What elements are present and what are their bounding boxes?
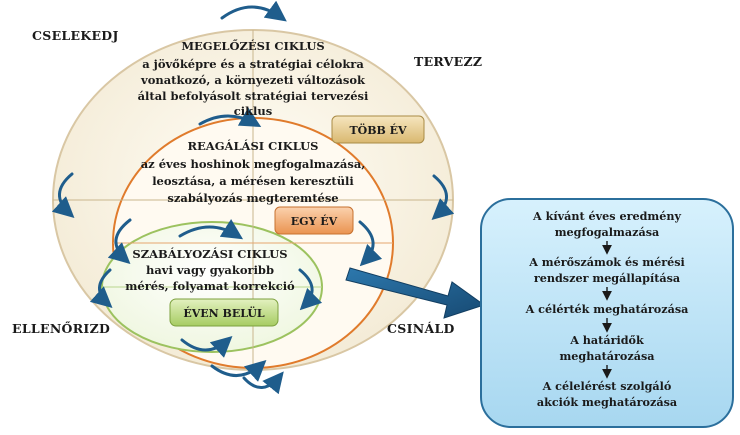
outer-cycle-line-3: által befolyásolt stratégiai tervezési [138,89,369,103]
step-4-line-1: A határidők [569,333,644,347]
inner-cycle-line-2: mérés, folyamat korrekció [125,279,295,293]
badge-egy-ev-label: EGY ÉV [291,214,338,228]
middle-cycle-line-1: az éves hoshinok megfogalmazása, [141,157,366,171]
middle-cycle-line-3: szabályozás megteremtése [167,191,338,205]
step-2-line-2: rendszer megállapítása [534,271,680,285]
outer-cycle-line-2: vonatkozó, a környezeti változások [140,73,366,87]
step-4-line-2: meghatározása [559,349,654,363]
middle-cycle-title: REAGÁLÁSI CIKLUS [187,139,318,153]
corner-label-top-left: CSELEKEDJ [32,28,119,43]
outer-cycle-title: MEGELŐZÉSI CIKLUS [181,39,324,53]
badge-even-belul-label: ÉVEN BELÜL [183,306,265,320]
steps-panel [480,198,734,428]
middle-cycle-line-2: leosztása, a mérésen keresztüli [152,174,354,188]
step-2-line-1: A mérőszámok és mérési [528,255,685,269]
cycle-arrow-inner-bottom-icon [180,335,233,358]
step-1-line-2: megfogalmazása [555,225,660,239]
cycle-arrow-inner-top-icon [178,219,244,240]
outer-cycle-line-4: ciklus [234,104,273,118]
cycle-arrow-middle-bottom-icon [210,359,267,382]
cycle-arrow-middle-right-icon [358,220,383,267]
badge-tobb-ev: TÖBB ÉV [331,115,425,144]
big-arrow-icon [345,267,486,319]
corner-label-bottom-right: CSINÁLD [387,321,455,336]
step-5-line-2: akciók meghatározása [537,395,677,409]
corner-label-bottom-left: ELLENŐRIZD [12,321,110,336]
cycle-arrow-inner-right-icon [298,268,323,311]
cycle-arrow-middle-top-icon [198,107,262,127]
cycle-arrow-middle-left-icon [107,218,132,265]
cycle-arrow-left-icon [51,172,75,219]
badge-even-belul: ÉVEN BELÜL [169,298,279,327]
step-5-line-1: A célelérést szolgáló [542,379,672,393]
badge-egy-ev: EGY ÉV [274,206,354,235]
cycle-arrows [51,0,455,395]
cycle-arrow-right-icon [431,174,455,221]
cycle-arrow-outer-bottom-icon [242,371,284,395]
cycle-arrow-inner-left-icon [89,268,113,308]
step-3-line-1: A célérték meghatározása [525,302,689,316]
corner-label-top-right: TERVEZZ [414,54,482,69]
badge-tobb-ev-label: TÖBB ÉV [349,123,407,137]
outer-cycle-line-1: a jövőképre és a stratégiai célokra [142,57,364,71]
step-1-line-1: A kívánt éves eredmény [532,209,681,223]
inner-cycle-line-1: havi vagy gyakoribb [146,263,274,277]
inner-cycle-title: SZABÁLYOZÁSI CIKLUS [132,247,287,261]
cycle-arrow-top-icon [220,0,287,22]
